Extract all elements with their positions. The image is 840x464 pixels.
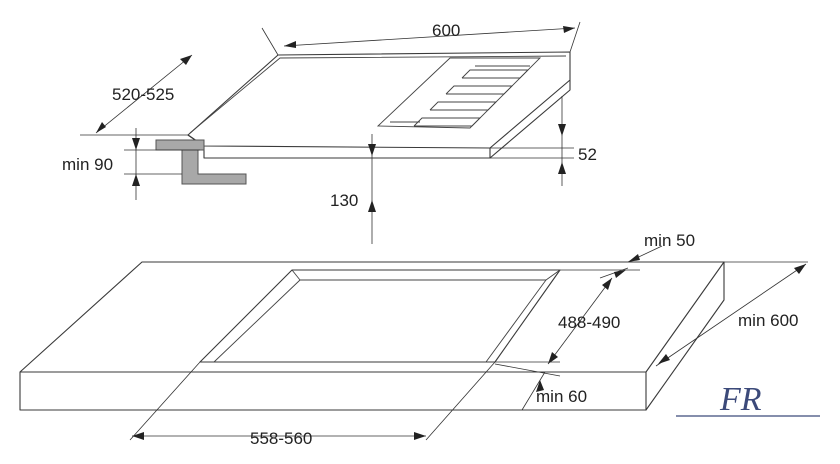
label-hob-width: 600 <box>432 21 460 40</box>
label-min-front: min 60 <box>536 387 587 406</box>
countertop-front <box>19 371 647 411</box>
bracket-top <box>155 139 205 151</box>
label-min-back: min 50 <box>644 231 695 250</box>
label-counter-depth: min 600 <box>738 311 798 330</box>
hob-dimensions <box>80 21 581 244</box>
bracket-clip <box>181 149 247 185</box>
hob-inner-edge <box>189 55 567 134</box>
label-cut-depth: 488-490 <box>558 313 620 332</box>
brand-logo-text: FR <box>719 381 762 418</box>
control-panel <box>376 57 542 129</box>
control-knobs <box>390 65 530 127</box>
countertop-side <box>645 261 725 411</box>
label-cut-clearance: 130 <box>330 191 358 210</box>
label-min-below: min 90 <box>62 155 113 174</box>
cutout-inner <box>213 279 547 363</box>
brand-logo: FR <box>676 381 820 418</box>
cutout-outer <box>199 269 561 363</box>
countertop-drawing <box>19 261 725 411</box>
countertop-dimensions <box>129 245 808 441</box>
hob-drawing <box>155 51 571 185</box>
label-hob-depth: 520-525 <box>112 85 174 104</box>
label-cut-width: 558-560 <box>250 429 312 448</box>
label-hob-height: 52 <box>578 145 597 164</box>
